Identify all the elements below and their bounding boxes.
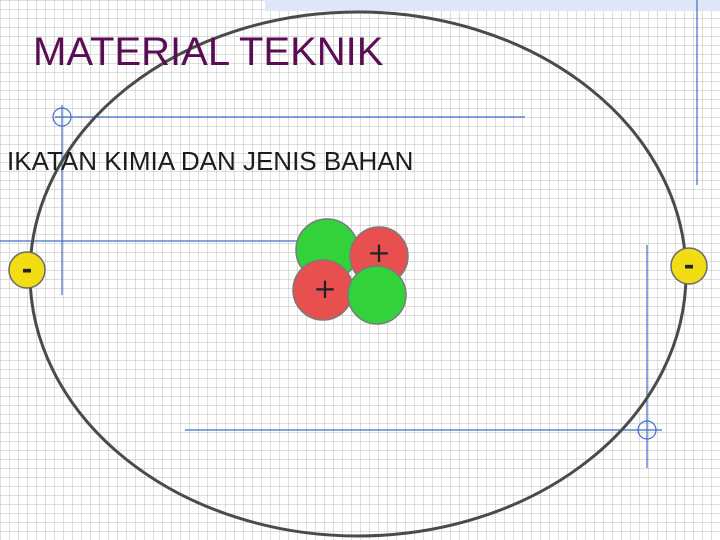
- electron-right: -: [670, 247, 708, 285]
- electron-left: -: [8, 251, 46, 289]
- proton-signs: + +: [313, 236, 390, 305]
- proton-sign: +: [367, 236, 390, 269]
- electron-sign: -: [22, 255, 33, 285]
- electron: [670, 247, 708, 285]
- nucleus: [292, 218, 409, 325]
- header-band: [265, 0, 720, 11]
- proton-sign: +: [313, 272, 336, 305]
- guide-circle: [637, 420, 657, 440]
- decorative-lines: [0, 0, 698, 468]
- slide-subtitle: IKATAN KIMIA DAN JENIS BAHAN: [7, 146, 414, 176]
- slide-title: MATERIAL TEKNIK: [33, 30, 384, 74]
- electron: [8, 251, 46, 289]
- neutron: [347, 265, 407, 325]
- electron-sign: -: [684, 251, 695, 281]
- guide-circle: [52, 107, 72, 127]
